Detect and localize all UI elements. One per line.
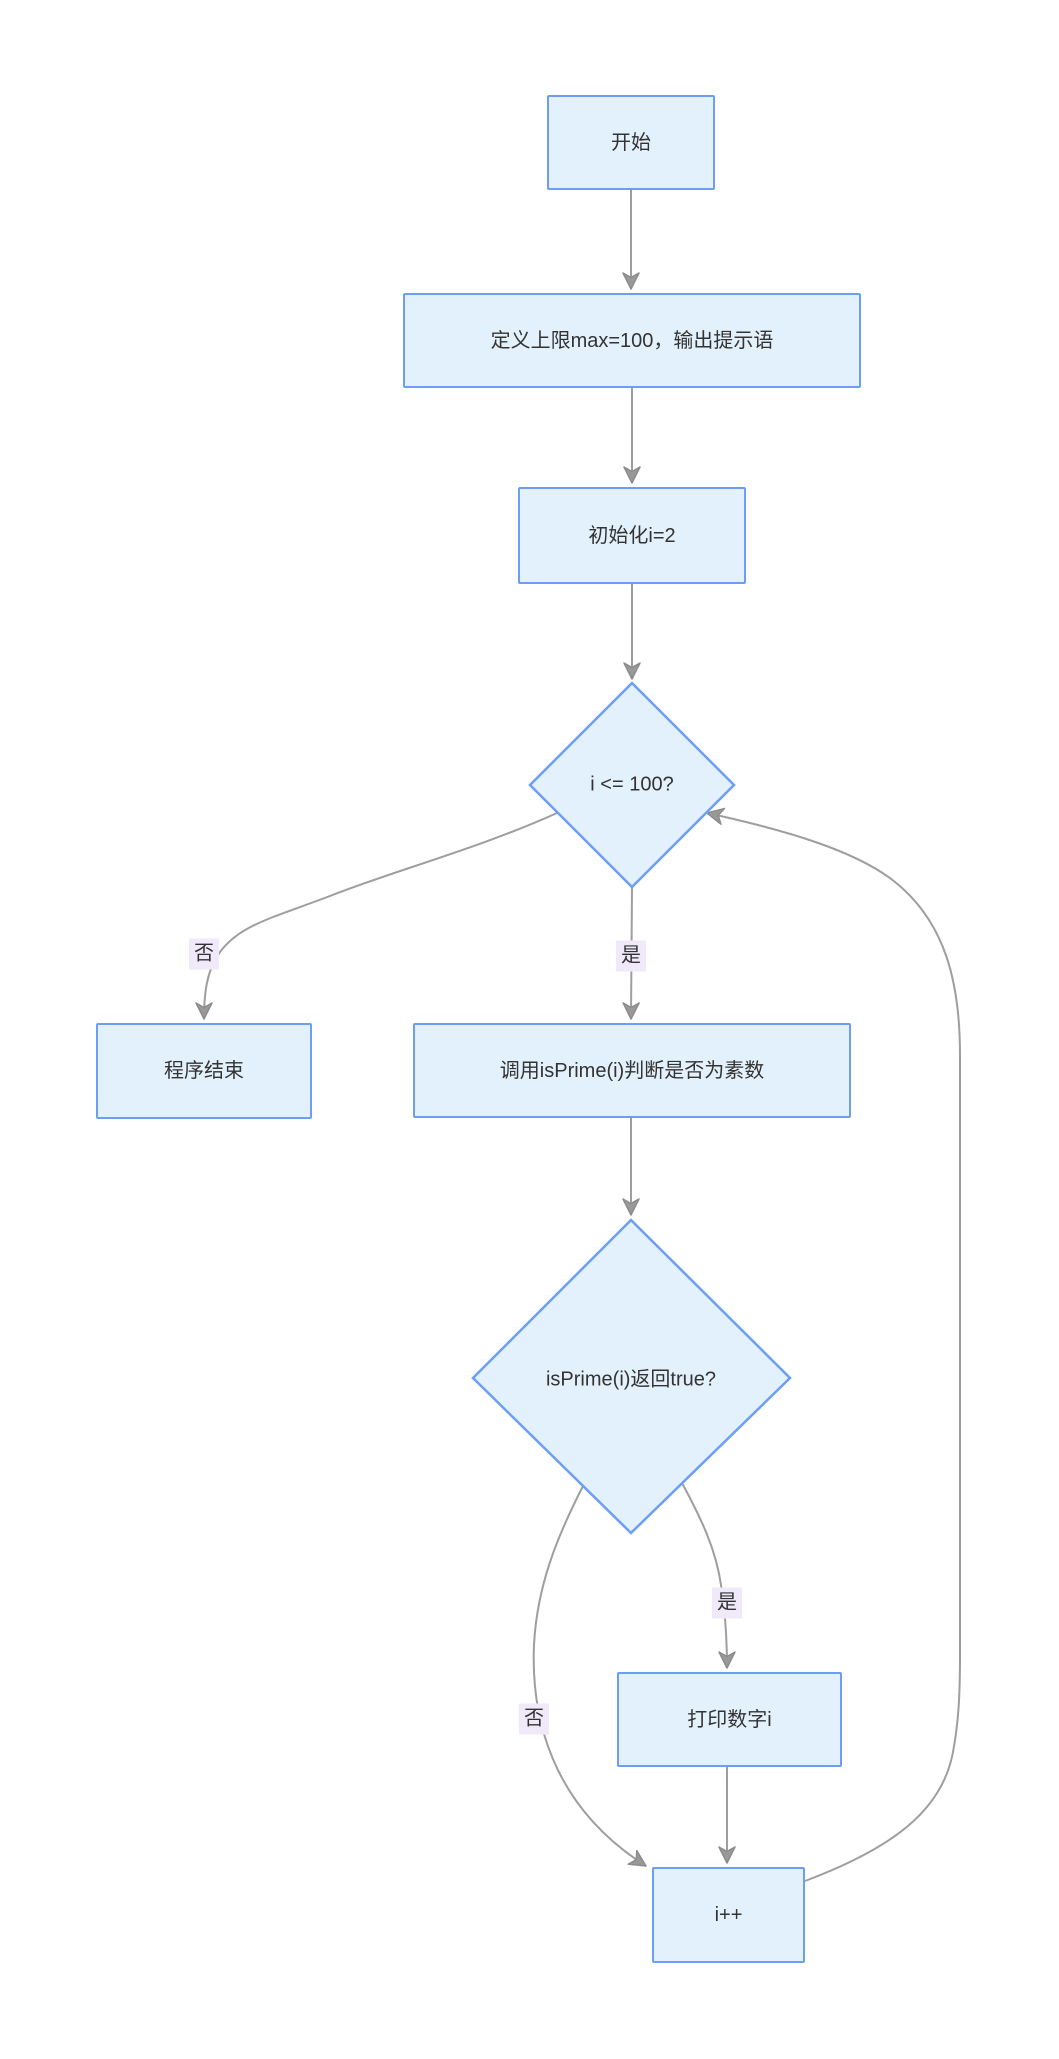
decision-i-le-100-label: i <= 100? bbox=[590, 773, 674, 796]
decision-isprime-true-label: isPrime(i)返回true? bbox=[545, 1368, 717, 1391]
node-init-i: 初始化i=2 bbox=[518, 487, 746, 584]
edge-cond2-print bbox=[681, 1482, 736, 1669]
node-init-i-label: 初始化i=2 bbox=[588, 524, 676, 547]
node-print-i-label: 打印数字i bbox=[687, 1708, 772, 1731]
node-increment-i: i++ bbox=[652, 1867, 805, 1963]
node-start-label: 开始 bbox=[611, 131, 651, 154]
node-program-end-label: 程序结束 bbox=[164, 1060, 244, 1082]
edge-cond2-inc bbox=[532, 1485, 647, 1867]
node-program-end: 程序结束 bbox=[96, 1023, 312, 1119]
node-call-isprime: 调用isPrime(i)判断是否为素数 bbox=[413, 1023, 851, 1118]
edge-label-no-cond1: 否 bbox=[189, 938, 219, 970]
node-call-isprime-label: 调用isPrime(i)判断是否为素数 bbox=[499, 1059, 765, 1082]
node-define-max: 定义上限max=100，输出提示语 bbox=[403, 293, 861, 388]
edge-cond1-end bbox=[195, 812, 558, 1020]
node-define-max-label: 定义上限max=100，输出提示语 bbox=[490, 329, 774, 352]
edge-label-no-cond2: 否 bbox=[519, 1703, 549, 1735]
edge-label-yes-cond2: 是 bbox=[712, 1587, 742, 1619]
decision-i-le-100 bbox=[528, 681, 736, 889]
edge-label-yes-cond1: 是 bbox=[616, 940, 646, 972]
node-increment-i-label: i++ bbox=[714, 1904, 743, 1926]
node-print-i: 打印数字i bbox=[617, 1672, 842, 1767]
edge-inc-cond1 bbox=[706, 807, 961, 1882]
node-start: 开始 bbox=[547, 95, 715, 190]
decision-isprime-true bbox=[471, 1218, 792, 1535]
